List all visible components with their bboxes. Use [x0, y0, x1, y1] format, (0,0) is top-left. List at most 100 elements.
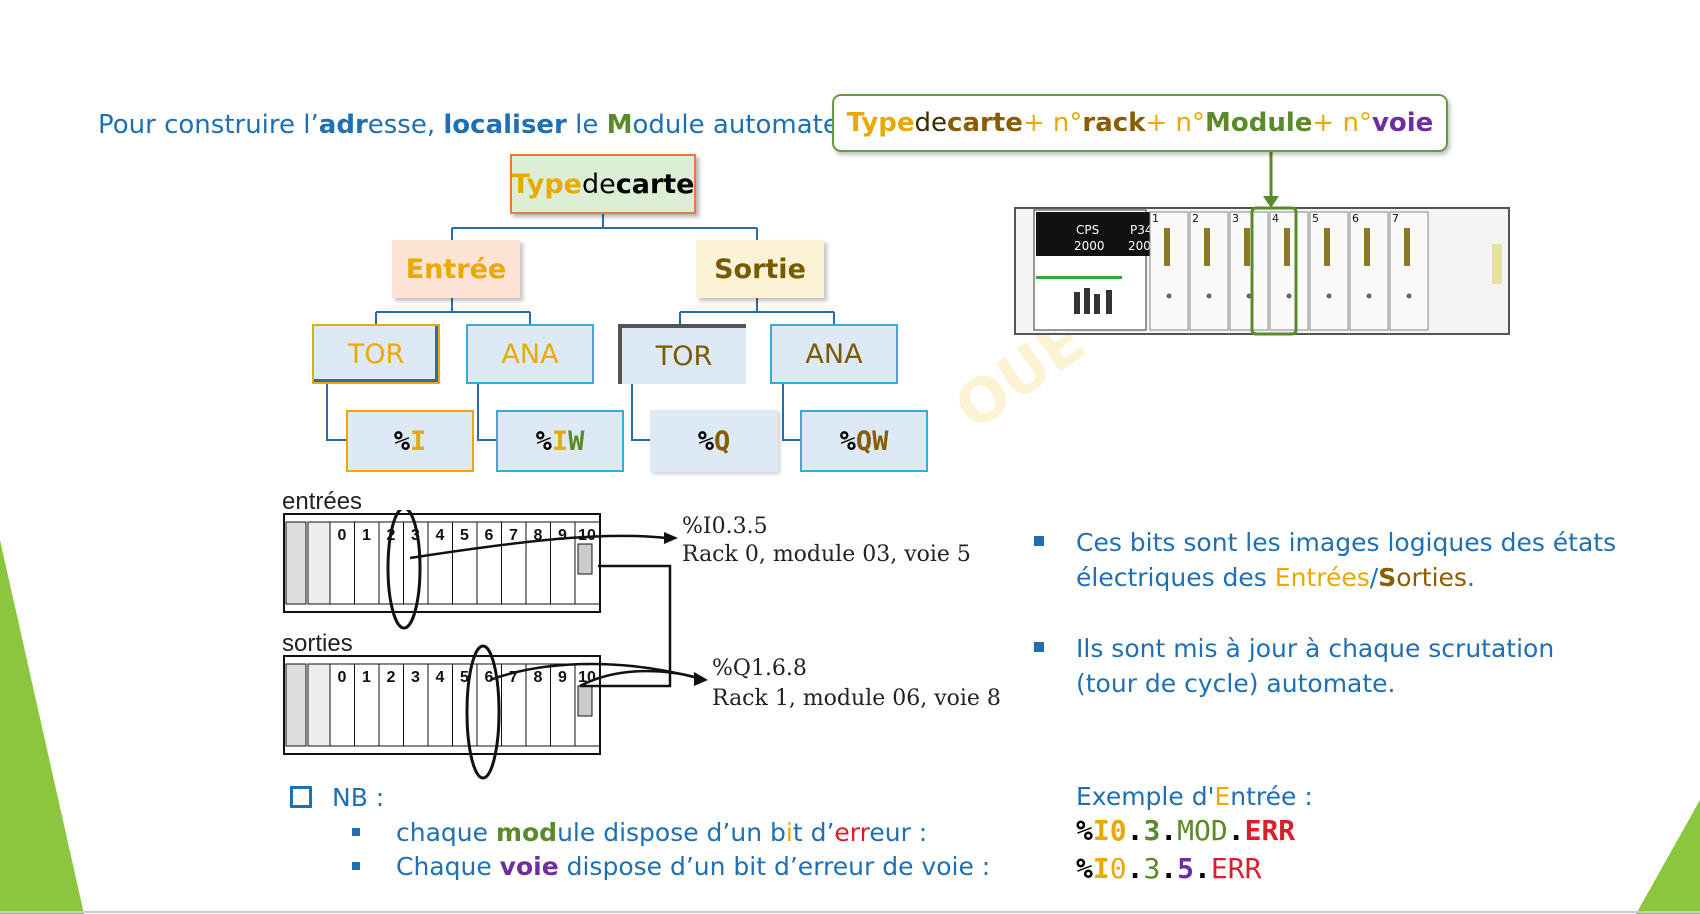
left-green-triangle	[0, 540, 84, 914]
address-formula-box: Type de carte + n° rack + n° Module + n°…	[832, 94, 1448, 152]
rack-module-number: 0	[338, 527, 347, 544]
example-label: Exemple d'Entrée :	[1076, 782, 1313, 811]
example-mod-err: %I0.3.MOD.ERR	[1076, 814, 1296, 847]
rack-slot-number: 5	[1312, 212, 1319, 225]
rack-module-number: 7	[509, 669, 518, 686]
rack-module-number: 5	[460, 669, 469, 686]
rack-module-slot	[403, 521, 429, 605]
ellipse-module-6	[465, 644, 501, 780]
rack-module-number: 3	[411, 669, 420, 686]
rack-connector	[577, 543, 593, 575]
example-voie-err: %I0.3.5.ERR	[1076, 852, 1262, 885]
rack-slot-number: 2	[1192, 212, 1199, 225]
rack-io-screw	[1406, 293, 1412, 299]
rack-io-screw	[1246, 293, 1252, 299]
nb-line-1: chaque module dispose d’un bit d’erreur …	[396, 818, 928, 847]
rack-module-slot	[329, 521, 355, 605]
arrow-output	[489, 662, 699, 682]
rack-module-number: 3	[411, 527, 420, 544]
rack-io-connector	[1324, 228, 1330, 266]
rack-slot-number: 1	[1152, 212, 1159, 225]
rack-module-number: 8	[534, 527, 543, 544]
tree-connectors	[326, 214, 835, 441]
rack-module-number: 4	[436, 527, 445, 544]
rack-module-slot	[550, 663, 576, 747]
rack-cpu	[307, 663, 331, 747]
nb-checkbox-icon	[290, 786, 312, 808]
rack-module-slot	[452, 521, 478, 605]
intro-sentence: Pour construire l’adresse, localiser le …	[98, 110, 856, 140]
rack-power-supply	[285, 521, 307, 605]
rack-io-screw	[1326, 293, 1332, 299]
rack-io-connector	[1244, 228, 1250, 266]
rack-cps-model: 2000	[1074, 239, 1105, 253]
output-address: %Q1.6.8	[712, 656, 807, 681]
rack-module-slot	[525, 521, 551, 605]
tree-ana-entree: ANA	[466, 324, 594, 384]
sorties-label: sorties	[282, 630, 353, 657]
rack-slot-number: 6	[1352, 212, 1359, 225]
bullet-2-marker	[1034, 642, 1044, 652]
rack-slot-number: 4	[1272, 212, 1279, 225]
rack-module-number: 8	[534, 669, 543, 686]
highlighted-module-3	[1250, 206, 1298, 336]
rack-io-connector	[1204, 228, 1210, 266]
rack-slot-number: 7	[1392, 212, 1399, 225]
rack-module-slot	[427, 663, 453, 747]
rack-io-screw	[1206, 293, 1212, 299]
rack-io-connector	[1164, 228, 1170, 266]
rack-module-slot	[329, 663, 355, 747]
rack-slot-number: 3	[1232, 212, 1239, 225]
rack-cpu-label: P34	[1130, 223, 1153, 237]
code-percent-qw: %QW	[800, 410, 928, 472]
bullet-1: Ces bits sont les images logiques des ét…	[1076, 528, 1617, 592]
bullet-2: Ils sont mis à jour à chaque scrutation …	[1076, 634, 1555, 698]
tree-tor-sortie: TOR	[618, 324, 746, 384]
formula-arrow-head	[1263, 196, 1279, 208]
rack-module-number: 4	[436, 669, 445, 686]
code-percent-q: %Q	[650, 410, 778, 472]
nb-label: NB :	[332, 783, 385, 812]
tree-root-type-de-carte: Type de carte	[510, 154, 696, 214]
tree-sortie: Sortie	[696, 240, 824, 298]
bullet-1-marker	[1034, 536, 1044, 546]
rack-module-slot	[452, 663, 478, 747]
rack-module-number: 6	[485, 669, 494, 686]
rack-module-number: 6	[485, 527, 494, 544]
rack-module-slot	[354, 521, 380, 605]
nb-bullet-1-marker	[352, 828, 360, 836]
input-description: Rack 0, module 03, voie 5	[682, 542, 971, 567]
rack-cps-label: CPS	[1076, 223, 1099, 237]
rack-power-supply	[285, 663, 307, 747]
rack-module-number: 1	[362, 527, 371, 544]
rack-module-number: 2	[387, 669, 396, 686]
rack-slot-number: 0	[1124, 212, 1131, 225]
rack-connector	[577, 685, 593, 717]
entrees-label: entrées	[282, 488, 363, 515]
rack-cpu	[307, 521, 331, 605]
rack-io-screw	[1286, 293, 1292, 299]
rack-module-number: 7	[509, 527, 518, 544]
rack-module-slot	[427, 521, 453, 605]
rack-io-screw	[1366, 293, 1372, 299]
code-percent-i: %I	[346, 410, 474, 472]
output-description: Rack 1, module 06, voie 8	[712, 686, 1001, 711]
rack-module-slot	[550, 521, 576, 605]
rack-module-number: 10	[578, 527, 596, 544]
nb-bullet-2-marker	[352, 862, 360, 870]
rack-module-number: 9	[558, 527, 567, 544]
rack-io-screw	[1166, 293, 1172, 299]
rack-module-number: 5	[460, 527, 469, 544]
rack-io-connector	[1404, 228, 1410, 266]
ellipse-module-3	[386, 510, 422, 630]
rack-module-number: 1	[362, 669, 371, 686]
rack-module-slot	[354, 663, 380, 747]
nb-line-2: Chaque voie dispose d’un bit d’erreur de…	[396, 852, 991, 881]
rack-io-connector	[1364, 228, 1370, 266]
